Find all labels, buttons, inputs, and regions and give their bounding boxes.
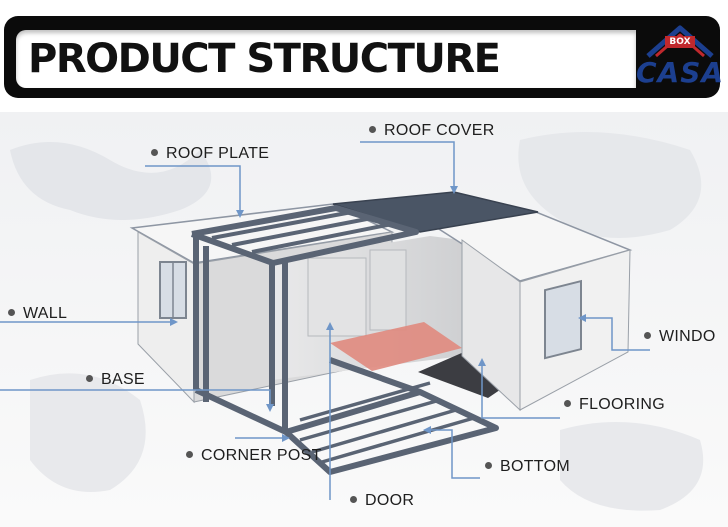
label-wall-text: WALL	[23, 305, 68, 322]
label-bottom-text: BOTTOM	[500, 458, 570, 475]
leader-arrowheads	[170, 186, 586, 442]
bullet-dot	[350, 496, 357, 504]
bullet-dot	[186, 451, 193, 459]
bullet-dot	[86, 375, 93, 383]
page-title: PRODUCT STRUCTURE	[28, 36, 501, 82]
background-continent	[560, 422, 704, 511]
label-door: DOOR	[350, 492, 414, 510]
label-wall: WALL	[8, 305, 67, 323]
label-base: BASE	[86, 371, 145, 389]
label-door-text: DOOR	[365, 492, 415, 509]
label-window: WINDO	[644, 328, 716, 346]
label-roof-plate-text: ROOF PLATE	[166, 145, 270, 162]
bottom-slats	[299, 381, 475, 464]
label-corner-post-text: CORNER POST	[201, 447, 322, 464]
label-corner-post: CORNER POST	[186, 447, 322, 465]
label-base-text: BASE	[101, 371, 145, 388]
interior-door-panel	[307, 257, 367, 337]
logo-brand-text: CASA	[635, 56, 725, 89]
leader-lines	[0, 141, 650, 500]
label-roof-plate: ROOF PLATE	[151, 145, 269, 163]
leader-roof-plate	[145, 165, 241, 216]
bullet-dot	[369, 126, 376, 134]
label-window-text: WINDO	[659, 328, 716, 345]
leader-flooring	[481, 360, 560, 419]
brand-logo: BOX CASA	[634, 22, 726, 92]
bullet-dot	[564, 400, 571, 408]
bullet-dot	[151, 149, 158, 157]
header-title-panel	[16, 30, 636, 88]
roof-plate-slats	[211, 210, 393, 254]
floor-red-tile	[330, 322, 462, 371]
background-continent	[10, 142, 212, 220]
right-window	[544, 279, 582, 360]
leader-base	[0, 389, 271, 410]
logo-badge-text: BOX	[669, 37, 691, 47]
leader-window	[580, 317, 650, 351]
steel-frame	[190, 205, 499, 475]
bullet-dot	[644, 332, 651, 340]
label-roof-cover: ROOF COVER	[369, 122, 495, 140]
label-roof-cover-text: ROOF COVER	[384, 122, 495, 139]
bullet-dot	[485, 462, 492, 470]
label-flooring-text: FLOORING	[579, 396, 665, 413]
interior-door-panel	[369, 249, 407, 331]
label-flooring: FLOORING	[564, 396, 665, 414]
background-continent	[30, 373, 146, 492]
background-continent	[518, 132, 702, 238]
house-roof-icon	[646, 25, 714, 58]
label-bottom: BOTTOM	[485, 458, 570, 476]
leader-bottom	[425, 429, 480, 479]
leader-roof-cover	[360, 141, 455, 192]
bullet-dot	[8, 309, 15, 317]
